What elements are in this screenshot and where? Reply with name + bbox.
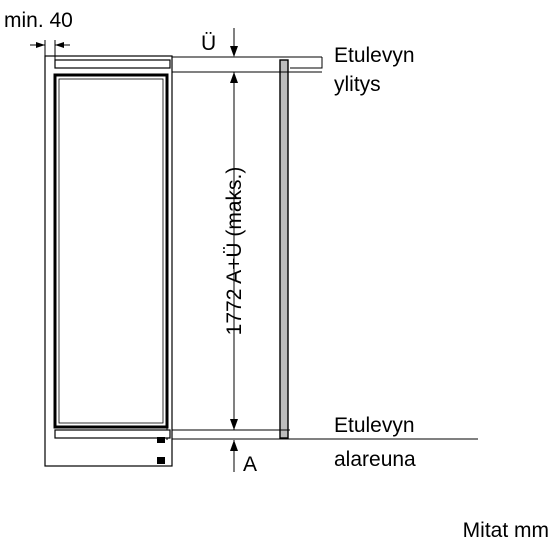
front-bottom-label-1: Etulevyn <box>334 414 415 437</box>
height-arrow-top <box>230 72 238 83</box>
bottom-arrow-head <box>230 440 238 451</box>
cabinet-outline <box>44 55 173 467</box>
hinge-upper <box>157 437 165 443</box>
top-strip <box>54 59 171 69</box>
front-panel <box>279 59 289 439</box>
bottom-symbol-label: A <box>243 453 257 476</box>
bottom-strip <box>54 429 171 439</box>
leader-overlap <box>290 57 323 69</box>
overlap-arrow-head <box>230 46 238 57</box>
front-overlap-label-2: ylitys <box>334 73 381 96</box>
height-arrow-bottom <box>230 419 238 430</box>
front-overlap-label-1: Etulevyn <box>334 44 415 67</box>
gap-arrow-left <box>36 42 45 48</box>
hinge-lower <box>157 457 165 464</box>
height-dimension-label: 1772 A+Ü (maks.) <box>223 167 246 336</box>
units-label: Mitat mm <box>463 519 549 542</box>
min-gap-label: min. 40 <box>4 9 73 32</box>
gap-arrow-right <box>55 42 64 48</box>
appliance-body <box>53 73 169 429</box>
overlap-symbol-label: Ü <box>201 32 216 55</box>
front-bottom-label-2: alareuna <box>334 448 416 471</box>
appliance-inner-edge <box>58 78 164 424</box>
